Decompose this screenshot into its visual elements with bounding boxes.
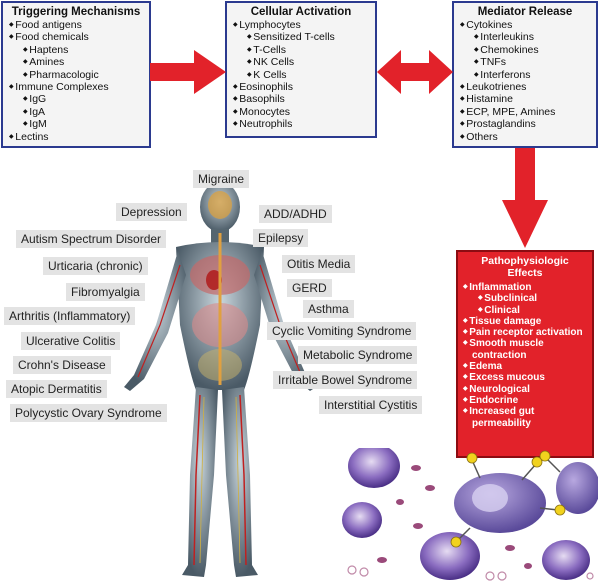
- condition-label: Asthma: [303, 300, 354, 318]
- list-item: Inflammation: [463, 282, 587, 293]
- list-item: Clinical: [463, 305, 587, 316]
- list-item: Endocrine: [463, 395, 587, 406]
- condition-label: Metabolic Syndrome: [298, 346, 418, 364]
- patho-title: Pathophysiologic Effects: [481, 255, 569, 279]
- list-item: IgM: [9, 118, 143, 130]
- condition-label: Interstitial Cystitis: [319, 396, 423, 414]
- condition-label: Polycystic Ovary Syndrome: [10, 404, 167, 422]
- cellular-list: LymphocytesSensitized T-cellsT-CellsNK C…: [233, 19, 369, 131]
- list-item: Edema: [463, 361, 587, 372]
- list-item: Pain receptor activation: [463, 327, 587, 338]
- condition-label: Depression: [116, 203, 187, 221]
- patho-list: InflammationSubclinicalClinicalTissue da…: [463, 282, 587, 429]
- condition-label: Atopic Dermatitis: [6, 380, 107, 398]
- list-item: Neutrophils: [233, 118, 369, 130]
- list-item: Cytokines: [460, 19, 590, 31]
- list-item: Basophils: [233, 93, 369, 105]
- list-item: Sensitized T-cells: [233, 31, 369, 43]
- list-item: Lectins: [9, 131, 143, 143]
- list-item: TNFs: [460, 56, 590, 68]
- list-item: Chemokines: [460, 44, 590, 56]
- list-item: Eosinophils: [233, 81, 369, 93]
- condition-label: Migraine: [193, 170, 250, 188]
- list-item: Interleukins: [460, 31, 590, 43]
- arrow-down-icon: [502, 148, 548, 248]
- mediator-list: CytokinesInterleukinsChemokinesTNFsInter…: [460, 19, 590, 143]
- list-item: ECP, MPE, Amines: [460, 106, 590, 118]
- list-item: IgG: [9, 93, 143, 105]
- list-item: Histamine: [460, 93, 590, 105]
- list-item: Interferons: [460, 69, 590, 81]
- list-item: Immune Complexes: [9, 81, 143, 93]
- list-item: Increased gut permeability: [463, 406, 587, 429]
- human-body-illustration: [124, 182, 316, 577]
- list-item: Tissue damage: [463, 316, 587, 327]
- mediator-release-box: Mediator Release CytokinesInterleukinsCh…: [452, 1, 598, 148]
- triggering-title: Triggering Mechanisms: [11, 6, 141, 18]
- condition-label: GERD: [287, 279, 332, 297]
- list-item: Prostaglandins: [460, 118, 590, 130]
- condition-label: Otitis Media: [282, 255, 356, 273]
- list-item: K Cells: [233, 69, 369, 81]
- condition-label: Irritable Bowel Syndrome: [273, 371, 418, 389]
- list-item: Others: [460, 131, 590, 143]
- list-item: Amines: [9, 56, 143, 68]
- list-item: T-Cells: [233, 44, 369, 56]
- condition-label: Fibromyalgia: [66, 283, 145, 301]
- list-item: Haptens: [9, 44, 143, 56]
- cellular-title: Cellular Activation: [250, 6, 352, 18]
- immune-cells-illustration: [342, 448, 598, 581]
- condition-label: Cyclic Vomiting Syndrome: [267, 322, 417, 340]
- condition-label: ADD/ADHD: [259, 205, 332, 223]
- list-item: Monocytes: [233, 106, 369, 118]
- condition-label: Ulcerative Colitis: [21, 332, 121, 350]
- condition-label: Epilepsy: [253, 229, 309, 247]
- condition-label: Crohn's Disease: [13, 356, 111, 374]
- pathophysiologic-effects-box: Pathophysiologic Effects InflammationSub…: [456, 250, 594, 458]
- list-item: Pharmacologic: [9, 69, 143, 81]
- list-item: NK Cells: [233, 56, 369, 68]
- arrow-right-icon: [150, 50, 226, 94]
- list-item: Lymphocytes: [233, 19, 369, 31]
- list-item: IgA: [9, 106, 143, 118]
- condition-label: Autism Spectrum Disorder: [16, 230, 167, 248]
- list-item: Smooth muscle contraction: [463, 338, 587, 361]
- list-item: Neurological: [463, 384, 587, 395]
- list-item: Subclinical: [463, 293, 587, 304]
- condition-label: Arthritis (Inflammatory): [4, 307, 136, 325]
- list-item: Food antigens: [9, 19, 143, 31]
- triggering-list: Food antigensFood chemicalsHaptensAmines…: [9, 19, 143, 143]
- mediator-title: Mediator Release: [477, 6, 573, 18]
- list-item: Excess mucous: [463, 372, 587, 383]
- double-arrow-icon: [377, 50, 453, 94]
- cellular-activation-box: Cellular Activation LymphocytesSensitize…: [225, 1, 377, 138]
- condition-label: Urticaria (chronic): [43, 257, 148, 275]
- list-item: Food chemicals: [9, 31, 143, 43]
- list-item: Leukotrienes: [460, 81, 590, 93]
- triggering-mechanisms-box: Triggering Mechanisms Food antigensFood …: [1, 1, 151, 148]
